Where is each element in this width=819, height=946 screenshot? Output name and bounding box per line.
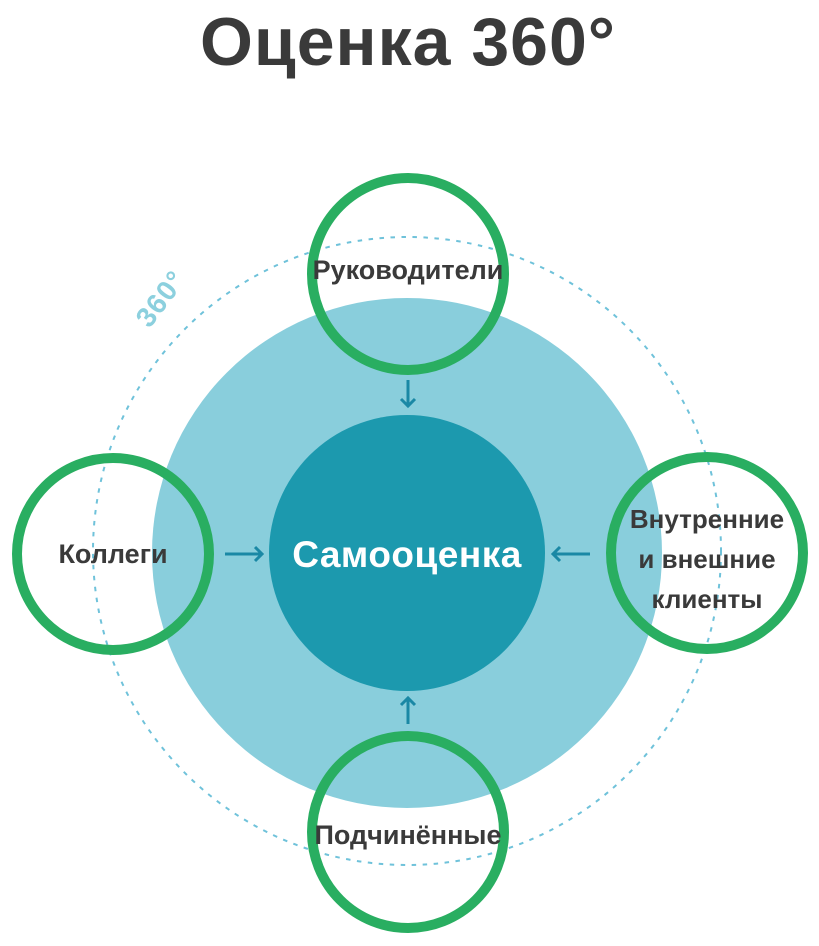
self-assessment-circle <box>269 415 545 691</box>
right-circle-label-line2: и внешние <box>638 544 775 574</box>
right-circle-label-line3: клиенты <box>652 584 763 614</box>
satellite-top-managers: Руководители <box>307 173 509 375</box>
arrow-left-icon <box>550 545 590 563</box>
bottom-circle-ring <box>307 731 509 933</box>
arrow-up-icon <box>399 695 417 724</box>
right-circle-label-line1: Внутренние <box>630 504 784 534</box>
top-circle-ring <box>307 173 509 375</box>
page-title: Оценка 360° <box>200 4 616 80</box>
arrow-right-icon <box>225 545 265 563</box>
satellite-right-clients: Внутренние и внешние клиенты <box>606 452 808 654</box>
arrow-down-icon <box>399 380 417 409</box>
bottom-circle-label: Подчинённые <box>315 820 502 850</box>
orbit-degree-label: 360° <box>130 265 192 333</box>
right-circle-ring <box>606 452 808 654</box>
self-assessment-label: Самооценка <box>292 534 522 575</box>
satellite-left-colleagues: Коллеги <box>12 453 214 655</box>
left-circle-label: Коллеги <box>58 539 167 569</box>
orbit-dashed-circle <box>92 236 722 866</box>
top-circle-label: Руководители <box>313 255 504 285</box>
satellite-bottom-subordinates: Подчинённые <box>307 731 509 933</box>
left-circle-ring <box>12 453 214 655</box>
center-group: Самооценка <box>269 415 545 691</box>
arrows-group <box>225 380 590 724</box>
